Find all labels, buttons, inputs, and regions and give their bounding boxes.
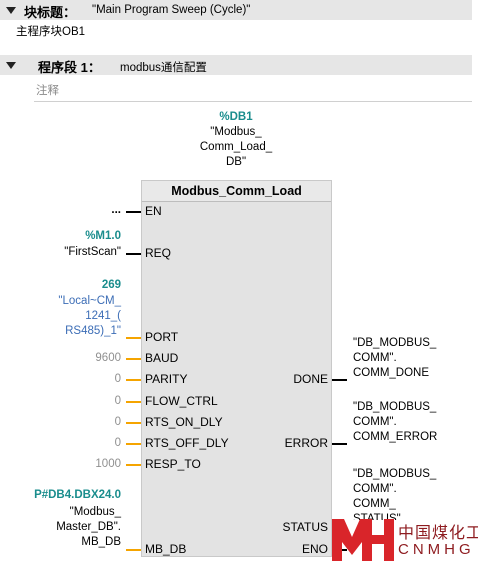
param-en[interactable]: ...	[111, 204, 121, 216]
network-comment[interactable]: 注释	[36, 85, 59, 97]
wire-port	[126, 337, 141, 339]
param-mb-db-line-3[interactable]: MB_DB	[81, 536, 121, 548]
function-block-name[interactable]: Modbus_Comm_Load	[142, 181, 331, 202]
pin-req[interactable]: REQ	[145, 246, 172, 260]
block-title-value[interactable]: "Main Program Sweep (Cycle)"	[92, 4, 251, 16]
wire-rts-off-dly	[126, 443, 141, 445]
pin-status[interactable]: STATUS	[282, 520, 328, 534]
param-status-line-1[interactable]: "DB_MODBUS_	[353, 468, 437, 480]
param-mb-db-address[interactable]: P#DB4.DBX24.0	[34, 489, 121, 501]
param-error-line-3[interactable]: COMM_ERROR	[353, 431, 438, 443]
network-label: 程序段 1：	[38, 60, 101, 75]
wire-baud	[126, 358, 141, 360]
wire-mb-db	[126, 549, 141, 551]
collapse-block-arrow-icon[interactable]	[6, 7, 16, 14]
param-done-line-1[interactable]: "DB_MODBUS_	[353, 337, 437, 349]
pin-mb-db[interactable]: MB_DB	[145, 542, 187, 556]
param-status-line-4[interactable]: STATUS"	[353, 513, 401, 520]
param-port-line-2[interactable]: 1241_(	[85, 310, 121, 322]
network-title[interactable]: modbus通信配置	[120, 62, 207, 74]
pin-rts-on-dly[interactable]: RTS_ON_DLY	[145, 415, 223, 429]
param-baud[interactable]: 9600	[95, 352, 121, 364]
wire-en	[126, 211, 141, 213]
wire-rts-on-dly	[126, 422, 141, 424]
param-error-line-1[interactable]: "DB_MODBUS_	[353, 401, 437, 413]
param-port-line-3[interactable]: RS485)_1"	[65, 325, 121, 337]
wire-resp-to	[126, 464, 141, 466]
param-req-address[interactable]: %M1.0	[85, 230, 121, 242]
block-title-label: 块标题：	[24, 5, 77, 20]
param-port-address[interactable]: 269	[101, 279, 121, 291]
param-mb-db-line-1[interactable]: "Modbus_	[69, 506, 121, 518]
pin-eno[interactable]: ENO	[301, 542, 328, 556]
param-status-line-3[interactable]: COMM_	[353, 498, 396, 510]
watermark-company-en: CNMHG	[398, 541, 475, 558]
instance-db-name-3[interactable]: DB"	[225, 156, 247, 168]
param-done-line-2[interactable]: COMM".	[353, 352, 397, 364]
network-title-bar	[0, 55, 472, 75]
param-error-line-2[interactable]: COMM".	[353, 416, 397, 428]
param-flow-ctrl[interactable]: 0	[114, 395, 121, 407]
pin-resp-to[interactable]: RESP_TO	[145, 457, 201, 471]
param-rts-off-dly[interactable]: 0	[114, 437, 121, 449]
instance-db-name-1[interactable]: "Modbus_	[210, 126, 262, 138]
param-rts-on-dly[interactable]: 0	[114, 416, 121, 428]
param-port-line-1[interactable]: "Local~CM_	[58, 295, 121, 307]
pin-done[interactable]: DONE	[293, 372, 328, 386]
comment-underline	[34, 101, 472, 102]
param-mb-db-line-2[interactable]: Master_DB".	[56, 521, 121, 533]
param-resp-to[interactable]: 1000	[95, 458, 121, 470]
wire-error	[332, 443, 347, 445]
param-status-line-2[interactable]: COMM".	[353, 483, 397, 495]
instance-db-name-2[interactable]: Comm_Load_	[199, 141, 273, 153]
pin-parity[interactable]: PARITY	[145, 372, 188, 386]
watermark-logo: 中国煤化工 CNMHG	[326, 511, 478, 565]
watermark-company-cn: 中国煤化工	[398, 525, 478, 542]
wire-flow-ctrl	[126, 401, 141, 403]
wire-req	[126, 253, 141, 255]
wire-parity	[126, 379, 141, 381]
pin-en[interactable]: EN	[145, 204, 162, 218]
pin-error[interactable]: ERROR	[284, 436, 328, 450]
pin-baud[interactable]: BAUD	[145, 351, 179, 365]
collapse-network-arrow-icon[interactable]	[6, 62, 16, 69]
pin-port[interactable]: PORT	[145, 330, 179, 344]
pin-rts-off-dly[interactable]: RTS_OFF_DLY	[145, 436, 229, 450]
mh-logo-icon	[332, 519, 394, 561]
block-description[interactable]: 主程序块OB1	[16, 26, 86, 38]
param-req[interactable]: "FirstScan"	[64, 246, 121, 258]
param-done-line-3[interactable]: COMM_DONE	[353, 367, 430, 379]
instance-db-address[interactable]: %DB1	[219, 111, 253, 123]
function-block-box[interactable]: Modbus_Comm_Load	[141, 180, 332, 557]
pin-flow-ctrl[interactable]: FLOW_CTRL	[145, 394, 218, 408]
param-parity[interactable]: 0	[114, 373, 121, 385]
wire-done	[332, 379, 347, 381]
block-title-bar	[0, 0, 472, 20]
